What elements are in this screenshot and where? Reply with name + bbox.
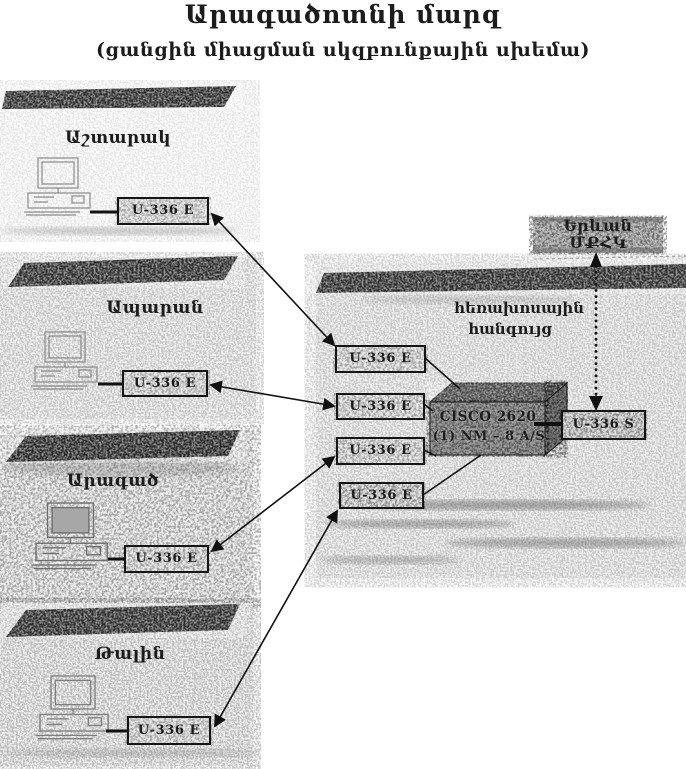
hub-modem-box-4 xyxy=(339,482,424,509)
link-aparan-hub xyxy=(209,380,336,411)
hub-modem-label-1: U-336 E xyxy=(349,351,412,367)
remote-node-label: Երևան ՄՔՀԿ xyxy=(563,216,633,252)
modem-label-aragats: U-336 E xyxy=(135,551,198,567)
panel-strip xyxy=(6,430,240,462)
panel-strip xyxy=(6,604,240,637)
hub-modem-3-router xyxy=(423,449,437,457)
panel-strip xyxy=(2,86,236,109)
site-panel-aragats xyxy=(0,430,253,602)
computer-icon xyxy=(24,157,91,216)
hub-modem-label-3: U-336 E xyxy=(349,443,412,459)
uplink-link-label-line1: հեռախոսային xyxy=(453,299,585,318)
router-module: (1) NM – 8 A/S xyxy=(432,429,546,445)
remote-panel-divider xyxy=(533,255,686,260)
hub-modem-label-2: U-336 E xyxy=(349,398,412,414)
site-panel-talin xyxy=(0,603,260,766)
uplink-modem-box xyxy=(561,410,646,440)
site-label-talin: Թալին xyxy=(94,644,166,665)
link-talin-hub xyxy=(214,509,338,728)
site-label-aragats: Արագած xyxy=(66,471,160,492)
hub-modem-4-router xyxy=(422,454,482,496)
hub-modem-box-3 xyxy=(336,437,425,465)
modem-label-ashtarak: U-336 E xyxy=(131,203,195,219)
remote-node-box xyxy=(533,217,663,253)
panel-strip xyxy=(8,256,238,287)
uplink-modem-label: U-336 S xyxy=(572,417,635,433)
site-label-ashtarak: Աշտարակ xyxy=(64,128,172,149)
site-label-aparan: Ապարան xyxy=(106,298,204,319)
panel-strip xyxy=(316,264,686,293)
modem-label-aparan: U-336 E xyxy=(133,375,197,391)
modem-label-talin: U-336 E xyxy=(137,722,201,738)
modem-box-aparan xyxy=(122,370,208,397)
hub-modem-2-router xyxy=(423,403,434,412)
modem-box-ashtarak xyxy=(117,197,209,225)
page-title: Արագածոտնի մարզ xyxy=(184,0,502,29)
computer-icon xyxy=(31,502,108,570)
dotted-uplink-arrow xyxy=(589,252,603,411)
computer-icon xyxy=(35,675,109,740)
link-ashtarak-hub xyxy=(210,212,336,347)
page-subtitle: (ցանցին միացման սկզբունքային սխեմա) xyxy=(95,39,591,62)
hub-modem-label-4: U-336 E xyxy=(350,487,413,503)
computer-icon xyxy=(31,331,98,390)
modem-box-talin xyxy=(127,716,211,745)
site-panel-ashtarak xyxy=(0,85,252,237)
modem-box-aragats xyxy=(124,545,209,573)
hub-modem-box-2 xyxy=(336,393,425,420)
uplink-link-label-line2: հանգույց xyxy=(468,320,552,339)
hub-modem-1-router xyxy=(424,357,461,390)
router-name: CISCO 2620 xyxy=(439,408,537,425)
